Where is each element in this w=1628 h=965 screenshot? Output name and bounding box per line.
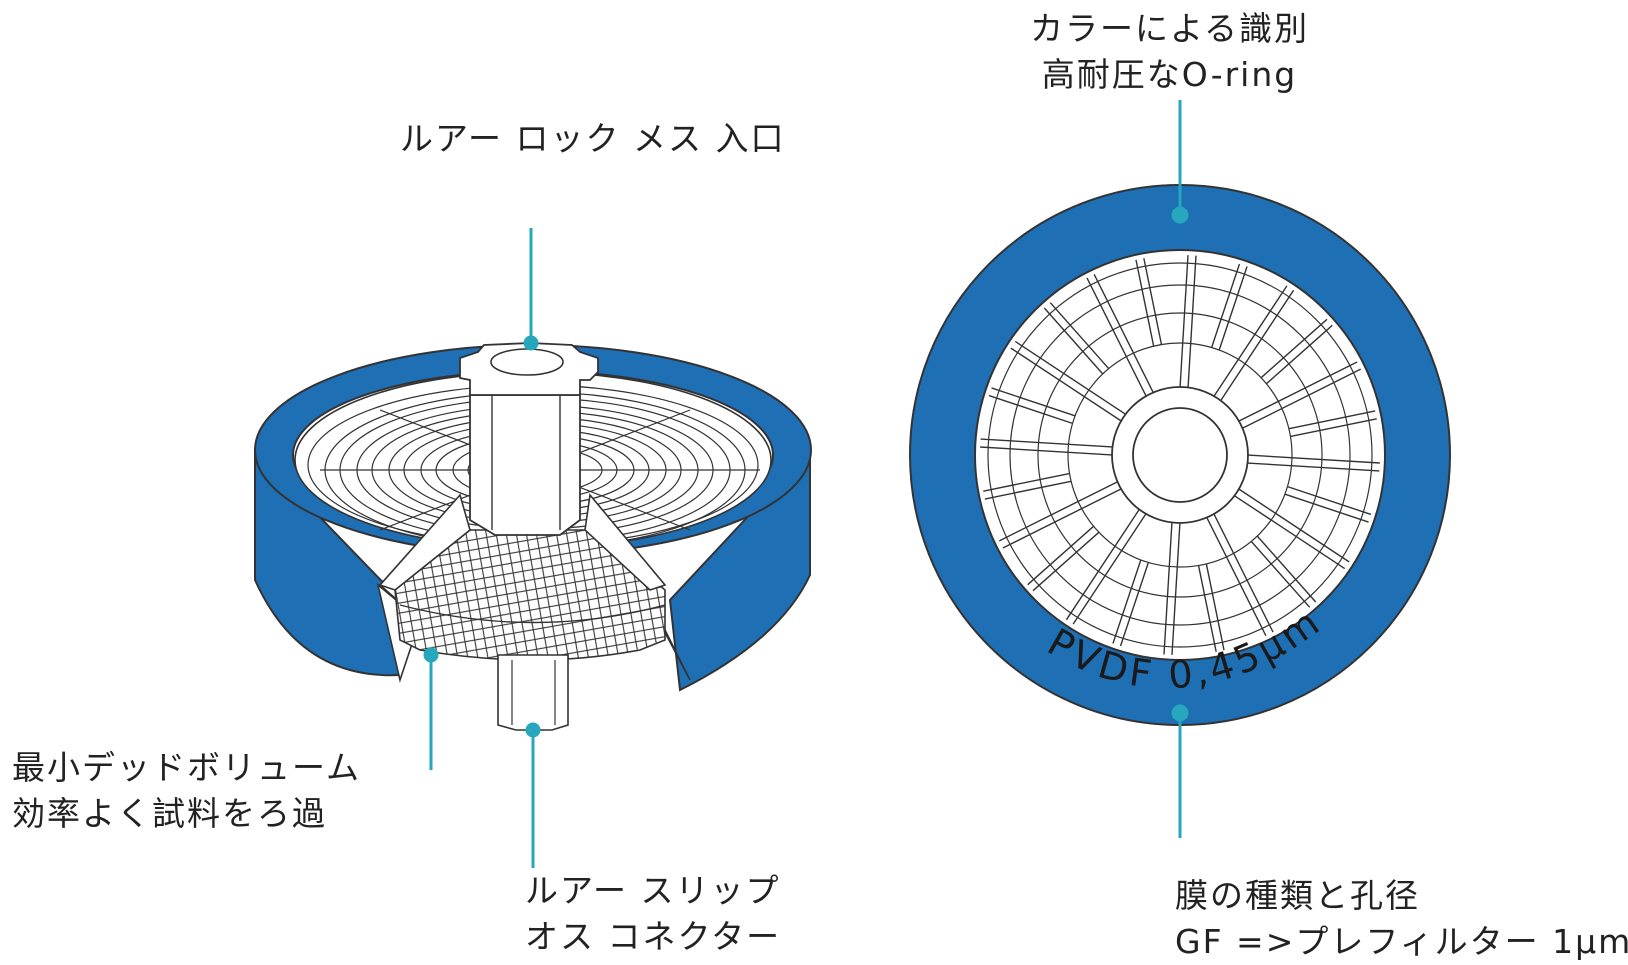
spoke (1010, 340, 1126, 422)
spoke (1213, 285, 1295, 401)
spoke (1288, 410, 1377, 438)
spoke (988, 387, 1076, 425)
outlet-line2: オス コネクター (525, 917, 782, 956)
dead-volume-label: 最小デッドボリューム 効率よく試料をろ過 (12, 745, 361, 837)
inlet-label: ルアー ロック メス 入口 (400, 119, 786, 158)
spoke (1179, 255, 1197, 388)
spoke (1247, 454, 1380, 472)
spoke (983, 472, 1072, 500)
membrane-line2: GF =>プレフィルター 1μm (1175, 922, 1628, 961)
housing-side-right (668, 447, 811, 692)
outlet-line1: ルアー スリップ (525, 871, 781, 910)
color-id-label: カラーによる識別 高耐圧なO-ring (1030, 6, 1309, 98)
spoke (999, 481, 1122, 549)
spoke (1250, 535, 1317, 608)
spoke (1112, 559, 1150, 647)
spoke (980, 438, 1113, 456)
spoke (1163, 522, 1181, 655)
dead-volume-line2: 効率よく試料をろ過 (12, 794, 327, 833)
cutaway-filter-illustration (253, 342, 813, 731)
spoke (1238, 361, 1361, 429)
color-id-line2: 高耐圧なO-ring (1041, 55, 1298, 94)
color-id-line1: カラーによる識別 (1030, 9, 1310, 48)
spoke (1210, 263, 1248, 351)
spoke (1197, 563, 1225, 652)
spoke (1065, 509, 1147, 625)
inlet-neck (469, 394, 581, 536)
spoke (1206, 513, 1274, 636)
housing-side (254, 447, 401, 677)
spoke (1260, 318, 1333, 385)
spoke (1043, 302, 1110, 375)
support-spokes (980, 255, 1380, 655)
spoke (1086, 274, 1154, 397)
spoke (1284, 485, 1372, 523)
outlet-stem (497, 654, 569, 731)
spoke (1234, 488, 1350, 570)
membrane-label: 膜の種類と孔径 GF =>プレフィルター 1μm (1175, 873, 1628, 965)
spoke (1027, 525, 1100, 592)
membrane-line1: 膜の種類と孔径 (1175, 876, 1420, 915)
leader-lines (423, 100, 1189, 868)
spoke (1135, 258, 1163, 347)
top-view-filter-illustration: PVDF 0,45μm (909, 184, 1451, 726)
dead-volume-line1: 最小デッドボリューム (12, 748, 362, 787)
outlet-label: ルアー スリップ オス コネクター (525, 868, 781, 960)
